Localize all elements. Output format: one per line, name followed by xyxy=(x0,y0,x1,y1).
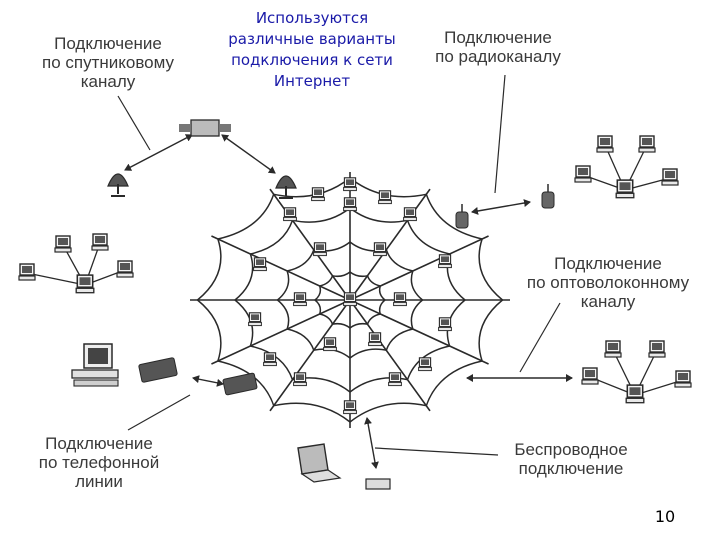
computer-icon xyxy=(92,234,108,250)
web-node-computer-icon xyxy=(419,358,432,371)
computer-icon xyxy=(55,236,71,252)
hub-computer-icon xyxy=(616,180,634,198)
web-node-computer-icon xyxy=(404,208,417,221)
label-wireless: Беспроводное подключение xyxy=(496,440,646,478)
label-pointer xyxy=(118,96,150,150)
label-fiber-line2: по оптоволоконному xyxy=(508,273,708,292)
label-pointer xyxy=(375,448,498,455)
computer-icon xyxy=(605,341,621,357)
computer-icon xyxy=(649,341,665,357)
label-fiber-line1: Подключение xyxy=(508,254,708,273)
label-phone-line2: по телефонной xyxy=(24,453,174,472)
satellite-lan xyxy=(27,243,125,285)
web-node-computer-icon xyxy=(389,373,402,386)
label-wireless-line2: подключение xyxy=(496,459,646,478)
double-arrow xyxy=(367,418,376,468)
label-satellite: Подключение по спутниковому каналу xyxy=(28,34,188,91)
web-node-computer-icon xyxy=(294,373,307,386)
computer-icon xyxy=(675,371,691,387)
dish-antenna-icon xyxy=(108,174,128,196)
modem-icon xyxy=(223,373,258,395)
double-arrow xyxy=(193,378,223,384)
web-node-computer-icon xyxy=(344,293,357,306)
web-spoke xyxy=(211,300,350,364)
web-node-computer-icon xyxy=(254,258,267,271)
web-spoke xyxy=(350,300,430,411)
web-spoke xyxy=(270,300,350,411)
label-radio-line1: Подключение xyxy=(418,28,578,47)
web-node-computer-icon xyxy=(249,313,262,326)
label-satellite-line1: Подключение xyxy=(28,34,188,53)
label-satellite-line3: каналу xyxy=(28,72,188,91)
label-phone-line1: Подключение xyxy=(24,434,174,453)
label-pointer xyxy=(128,395,190,430)
double-arrow xyxy=(125,135,192,170)
label-fiber: Подключение по оптоволоконному каналу xyxy=(508,254,708,311)
web-spoke xyxy=(211,236,350,300)
label-pointer xyxy=(520,303,560,372)
computer-icon xyxy=(639,136,655,152)
desktop-computer-icon xyxy=(72,344,118,386)
web-node-computer-icon xyxy=(379,191,392,204)
web-node-computer-icon xyxy=(439,318,452,331)
computer-icon xyxy=(597,136,613,152)
computer-icon xyxy=(662,169,678,185)
label-pointer xyxy=(495,75,505,193)
web-node-computer-icon xyxy=(344,178,357,191)
modem-icon xyxy=(139,357,178,382)
web-node-computer-icon xyxy=(294,293,307,306)
web-node-computer-icon xyxy=(439,255,452,268)
satellite-icon xyxy=(179,120,231,136)
computer-icon xyxy=(582,368,598,384)
web-node-computer-icon xyxy=(312,188,325,201)
web-node-computer-icon xyxy=(284,208,297,221)
computer-icon xyxy=(117,261,133,277)
label-phone-line3: линии xyxy=(24,472,174,491)
web-spoke xyxy=(270,189,350,300)
hub-computer-icon xyxy=(76,275,94,293)
web-node-computer-icon xyxy=(344,198,357,211)
label-wireless-line1: Беспроводное xyxy=(496,440,646,459)
label-satellite-line2: по спутниковому xyxy=(28,53,188,72)
radio-device-icon xyxy=(456,204,468,228)
label-fiber-line3: каналу xyxy=(508,292,708,311)
page-number: 10 xyxy=(640,507,690,526)
label-phone: Подключение по телефонной линии xyxy=(24,434,174,491)
computer-icon xyxy=(19,264,35,280)
radio-device-icon xyxy=(542,184,554,208)
web-node-computer-icon xyxy=(264,353,277,366)
web-spoke xyxy=(350,189,430,300)
laptop-icon xyxy=(298,444,340,482)
page-title: Используются различные варианты подключе… xyxy=(228,8,396,92)
label-radio: Подключение по радиоканалу xyxy=(418,28,578,66)
double-arrow xyxy=(222,135,275,173)
web-spoke xyxy=(350,236,489,300)
hub-computer-icon xyxy=(626,385,644,403)
web-node-computer-icon xyxy=(369,333,382,346)
web-node-computer-icon xyxy=(374,243,387,256)
web-spoke xyxy=(350,300,489,364)
web-node-computer-icon xyxy=(324,338,337,351)
web-node-computer-icon xyxy=(314,243,327,256)
access-point-icon xyxy=(366,479,390,489)
double-arrow xyxy=(472,202,530,212)
web-node-computer-icon xyxy=(344,401,357,414)
web-node-computer-icon xyxy=(394,293,407,306)
label-radio-line2: по радиоканалу xyxy=(418,47,578,66)
computer-icon xyxy=(575,166,591,182)
